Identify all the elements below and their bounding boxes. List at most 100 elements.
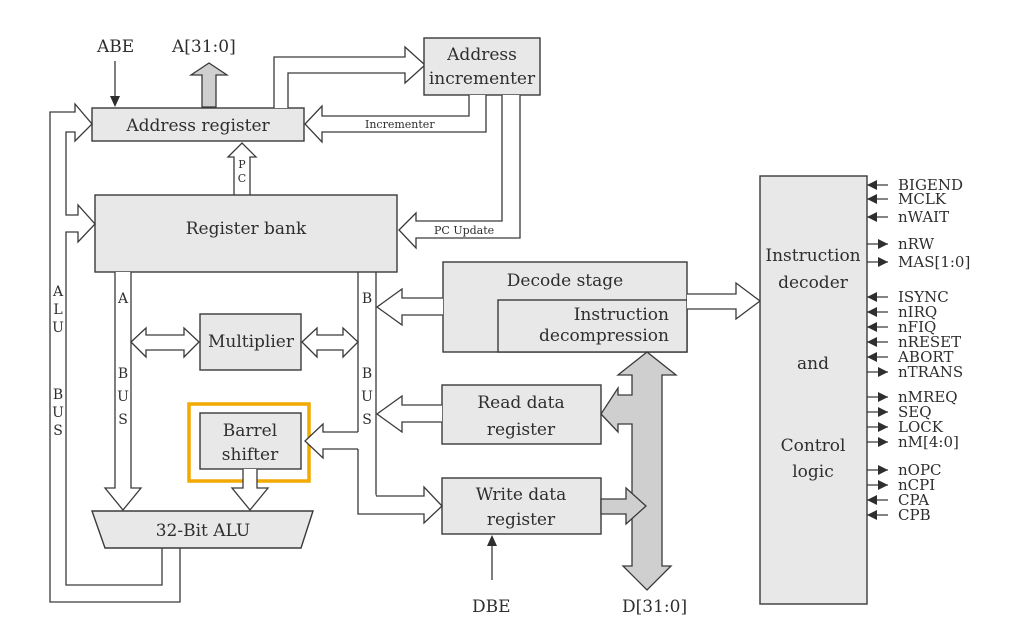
- signal-label: nRESET: [898, 333, 961, 351]
- a-bus-multiplier-arrow: [130, 326, 200, 359]
- a-bus-arrow: [103, 272, 143, 512]
- decoder-label-1: Instruction: [765, 246, 860, 266]
- control-signal-abort: ABORT: [867, 348, 953, 366]
- b-bus-letter: U: [361, 389, 373, 405]
- abe-label: ABE: [96, 37, 134, 57]
- control-signal-seq: SEQ: [867, 403, 932, 421]
- instruction-decompression-label-2: decompression: [539, 326, 669, 346]
- alu-bus-letter: S: [53, 423, 63, 439]
- control-signal-ncpi: nCPI: [867, 476, 935, 494]
- control-signal-mclk: MCLK: [867, 190, 947, 208]
- incrementer-label: Incrementer: [365, 118, 435, 131]
- register-bank-block: [94, 194, 398, 273]
- data-bus-label: D[31:0]: [622, 597, 687, 617]
- control-signal-nirq: nIRQ: [867, 303, 937, 321]
- input-arrowhead: [867, 510, 877, 520]
- write-data-register-label-2: register: [487, 510, 556, 530]
- signal-label: CPA: [898, 491, 929, 509]
- b-bus-multiplier-arrow: [301, 326, 359, 359]
- signal-label: ISYNC: [898, 288, 949, 306]
- signal-label: LOCK: [898, 418, 944, 436]
- signal-label: SEQ: [898, 403, 932, 421]
- output-arrowhead: [878, 437, 888, 447]
- a-bus-letter: U: [117, 389, 129, 405]
- signal-label: nMREQ: [898, 388, 958, 406]
- barrel-shifter-block: [199, 412, 302, 470]
- control-signal-nfiq: nFIQ: [867, 318, 936, 336]
- b-bus-label: B B U S: [361, 291, 373, 428]
- a-bus-letter: S: [118, 412, 128, 428]
- output-arrowhead: [878, 392, 888, 402]
- control-signal-lock: LOCK: [867, 418, 944, 436]
- address-register-label: Address register: [125, 116, 270, 136]
- alu-bus-letter: U: [52, 320, 64, 336]
- input-arrowhead: [867, 322, 877, 332]
- alu-bus-letter: L: [53, 302, 62, 318]
- a-bus-label: A B U S: [117, 291, 129, 428]
- address-bus-label: A[31:0]: [171, 37, 236, 57]
- input-arrowhead: [867, 337, 877, 347]
- output-arrowhead: [878, 367, 888, 377]
- input-arrowhead: [867, 180, 877, 190]
- signal-label: nIRQ: [898, 303, 937, 321]
- pc-update-arrow: [398, 95, 521, 250]
- b-bus-letter: B: [362, 291, 372, 307]
- alu-label: 32-Bit ALU: [156, 521, 251, 541]
- decoder-label-3: and: [797, 354, 829, 374]
- write-data-register-label-1: Write data: [476, 485, 567, 505]
- signal-label: nOPC: [898, 461, 942, 479]
- output-arrowhead: [878, 465, 888, 475]
- signal-label: nFIQ: [898, 318, 936, 336]
- address-bus-arrow: [188, 62, 230, 108]
- barrel-shifter-label-1: Barrel: [223, 421, 277, 441]
- read-data-register-label-2: register: [487, 420, 556, 440]
- barrel-shifter-label-2: shifter: [222, 445, 279, 465]
- address-register-block: [91, 107, 305, 142]
- output-arrowhead: [878, 257, 888, 267]
- signal-label: nM[4:0]: [898, 433, 959, 451]
- pc-update-label: PC Update: [434, 224, 494, 237]
- barrel-shifter-alu-arrow: [230, 469, 270, 512]
- output-arrowhead: [878, 407, 888, 417]
- control-signal-nreset: nRESET: [867, 333, 961, 351]
- decode-to-decoder-arrow: [687, 281, 762, 321]
- b-bus-letter: B: [362, 366, 372, 382]
- dbe-label: DBE: [472, 597, 511, 617]
- b-bus-write-data-arrow: [357, 449, 443, 525]
- read-data-b-bus-arrow: [375, 394, 442, 434]
- control-signal-ntrans: nTRANS: [867, 363, 963, 381]
- control-signal-cpa: CPA: [867, 491, 929, 509]
- control-signal-nrw: nRW: [867, 235, 935, 253]
- signal-label: nCPI: [898, 476, 935, 494]
- output-arrowhead: [878, 480, 888, 490]
- control-signal-nmreq: nMREQ: [867, 388, 958, 406]
- address-incrementer-label-1: Address: [446, 45, 517, 65]
- input-arrowhead: [867, 495, 877, 505]
- address-incrementer-label-2: incrementer: [429, 69, 536, 89]
- alu-bus-letter: B: [53, 387, 63, 403]
- instruction-decompression-block: [497, 299, 688, 353]
- input-arrowhead: [867, 307, 877, 317]
- multiplier-block: [199, 313, 302, 371]
- control-signals: BIGENDMCLKnWAITnRWMAS[1:0]ISYNCnIRQnFIQn…: [867, 176, 970, 524]
- alu-block: [91, 510, 314, 549]
- input-arrowhead: [867, 292, 877, 302]
- input-arrowhead: [867, 194, 877, 204]
- decoder-label-2: decoder: [778, 273, 849, 293]
- input-arrowhead: [867, 212, 877, 222]
- addr-to-incrementer-arrow: [273, 45, 426, 108]
- control-signal-bigend: BIGEND: [867, 176, 963, 194]
- control-signal-cpb: CPB: [867, 506, 931, 524]
- alu-bus-label: A L U B U S: [52, 284, 64, 439]
- control-signal-nm-4-0: nM[4:0]: [867, 433, 959, 451]
- pc-label-p: P: [238, 158, 246, 171]
- input-arrowhead: [867, 352, 877, 362]
- control-signal-isync: ISYNC: [867, 288, 949, 306]
- alu-bus-letter: A: [52, 284, 64, 300]
- alu-bus-arrow: [49, 102, 181, 603]
- a-bus-letter: B: [118, 366, 128, 382]
- b-bus-barrel-shifter-arrow: [304, 422, 358, 460]
- b-bus-letter: S: [362, 412, 372, 428]
- address-incrementer-block: [423, 37, 541, 96]
- signal-label: MCLK: [898, 190, 947, 208]
